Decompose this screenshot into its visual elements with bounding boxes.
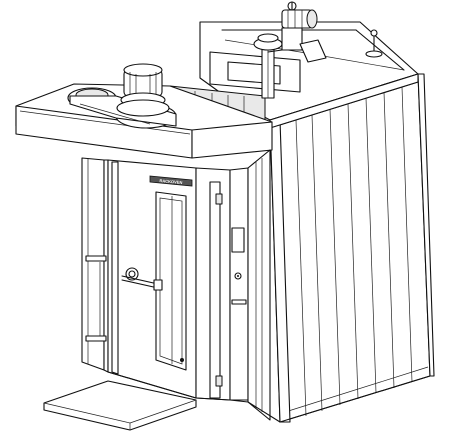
- hood: [15, 63, 273, 159]
- control-column: [195, 149, 271, 421]
- floor-plate: [43, 380, 197, 431]
- fan-motor: [116, 63, 170, 117]
- door-handle: [121, 267, 163, 291]
- base-trim: [107, 371, 431, 423]
- oven-door: [107, 159, 197, 399]
- brand-plate: RACKOVEN: [149, 175, 193, 187]
- left-column: [81, 157, 109, 373]
- right-cabinet-panel: [269, 73, 435, 423]
- rotation-motor: [253, 1, 327, 63]
- brand-plate-text: RACKOVEN: [159, 178, 182, 185]
- control-panel: [231, 227, 245, 280]
- lifting-eye: [365, 29, 383, 58]
